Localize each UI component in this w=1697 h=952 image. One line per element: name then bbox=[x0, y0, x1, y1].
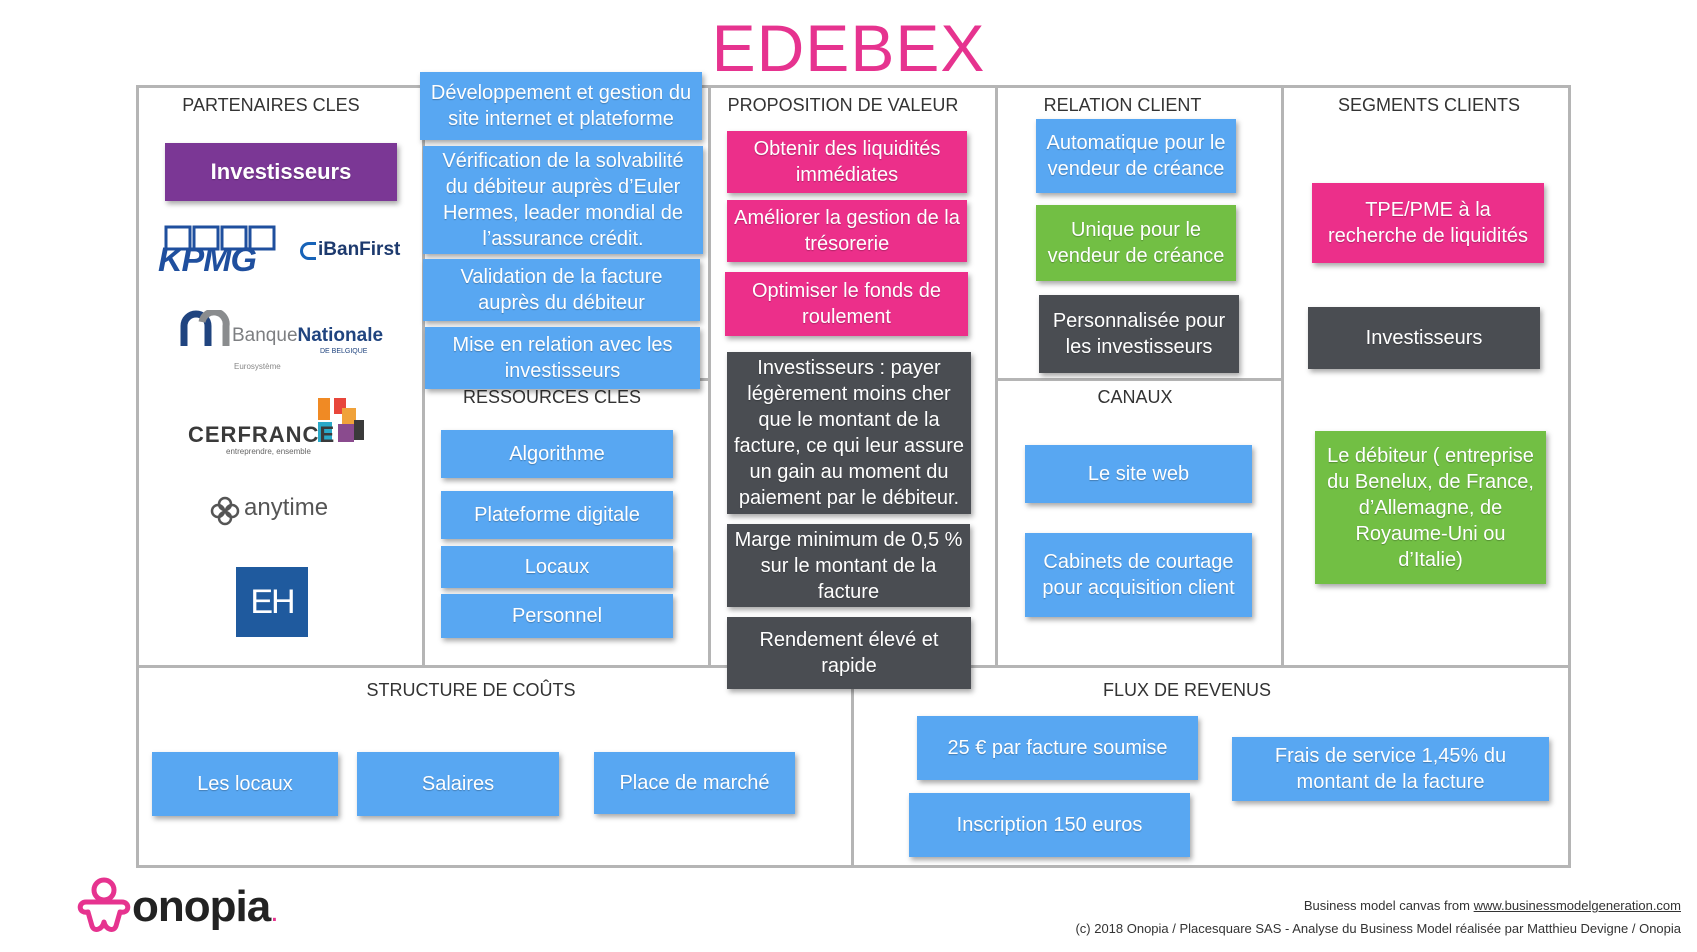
cost-place-marche: Place de marché bbox=[594, 752, 795, 814]
value-tresorerie: Améliorer la gestion de la trésorerie bbox=[727, 200, 967, 262]
value-marge: Marge minimum de 0,5 % sur le montant de… bbox=[727, 524, 970, 607]
activity-dev-site: Développement et gestion du site interne… bbox=[420, 72, 702, 140]
revenue-facture: 25 € par facture soumise bbox=[917, 716, 1198, 780]
canvas-title: EDEBEX bbox=[711, 11, 986, 85]
banque-nationale-logo: BanqueNationale DE BELGIQUE Eurosystème bbox=[180, 310, 390, 374]
activity-verification: Vérification de la solvabilité du débite… bbox=[423, 146, 703, 254]
segment-tpe-pme: TPE/PME à la recherche de liquidités bbox=[1312, 183, 1544, 263]
ibanfirst-mark-icon bbox=[300, 242, 316, 260]
section-partenaires-label: PARTENAIRES CLES bbox=[182, 95, 360, 115]
canvas-credit: Business model canvas from www.businessm… bbox=[1303, 898, 1681, 913]
activity-validation: Validation de la facture auprès du débit… bbox=[423, 259, 700, 321]
cost-salaires: Salaires bbox=[357, 752, 559, 816]
cerfrance-logo: CERFRANCE entreprendre, ensemble bbox=[188, 396, 378, 458]
segment-debiteur: Le débiteur ( entreprise du Benelux, de … bbox=[1315, 431, 1546, 584]
section-couts-label: STRUCTURE DE COÛTS bbox=[366, 680, 576, 700]
resource-plateforme: Plateforme digitale bbox=[441, 491, 673, 539]
anytime-logo: anytime bbox=[210, 494, 350, 528]
copyright: (c) 2018 Onopia / Placesquare SAS - Anal… bbox=[1075, 921, 1681, 936]
kpmg-logo: KPMG bbox=[158, 225, 284, 279]
value-liquidites: Obtenir des liquidités immédiates bbox=[727, 131, 967, 193]
section-revenus-label: FLUX DE REVENUS bbox=[1102, 680, 1272, 700]
relation-unique: Unique pour le vendeur de créance bbox=[1036, 205, 1236, 281]
section-segments-label: SEGMENTS CLIENTS bbox=[1337, 95, 1521, 115]
section-canaux-label: CANAUX bbox=[1097, 387, 1173, 407]
activity-mise-en-relation: Mise en relation avec les investisseurs bbox=[425, 327, 700, 389]
resource-algorithme: Algorithme bbox=[441, 430, 673, 478]
section-relation-label: RELATION CLIENT bbox=[1043, 95, 1202, 115]
value-rendement: Rendement élevé et rapide bbox=[727, 617, 971, 689]
canal-cabinets: Cabinets de courtage pour acquisition cl… bbox=[1025, 533, 1252, 617]
section-ressources-label: RESSOURCES CLES bbox=[462, 387, 642, 407]
resource-locaux: Locaux bbox=[441, 546, 673, 588]
partner-investisseurs: Investisseurs bbox=[165, 143, 397, 201]
euler-hermes-logo: EH bbox=[236, 567, 308, 637]
cost-locaux: Les locaux bbox=[152, 752, 338, 816]
anytime-mark-icon bbox=[210, 496, 240, 526]
value-investisseurs-payer: Investisseurs : payer légèrement moins c… bbox=[727, 352, 971, 514]
onopia-mark-icon bbox=[77, 877, 131, 932]
revenue-frais-service: Frais de service 1,45% du montant de la … bbox=[1232, 737, 1549, 801]
canal-site-web: Le site web bbox=[1025, 445, 1252, 503]
canvas-link[interactable]: www.businessmodelgeneration.com bbox=[1473, 898, 1681, 913]
onopia-logo: onopia. bbox=[76, 876, 296, 936]
relation-automatique: Automatique pour le vendeur de créance bbox=[1036, 119, 1236, 193]
resource-personnel: Personnel bbox=[441, 594, 673, 638]
revenue-inscription: Inscription 150 euros bbox=[909, 793, 1190, 857]
segment-investisseurs: Investisseurs bbox=[1308, 307, 1540, 369]
relation-personnalisee: Personnalisée pour les investisseurs bbox=[1039, 295, 1239, 373]
value-fonds-roulement: Optimiser le fonds de roulement bbox=[725, 272, 968, 336]
section-proposition-label: PROPOSITION DE VALEUR bbox=[727, 95, 959, 115]
ibanfirst-logo: iBanFirst bbox=[300, 236, 410, 266]
